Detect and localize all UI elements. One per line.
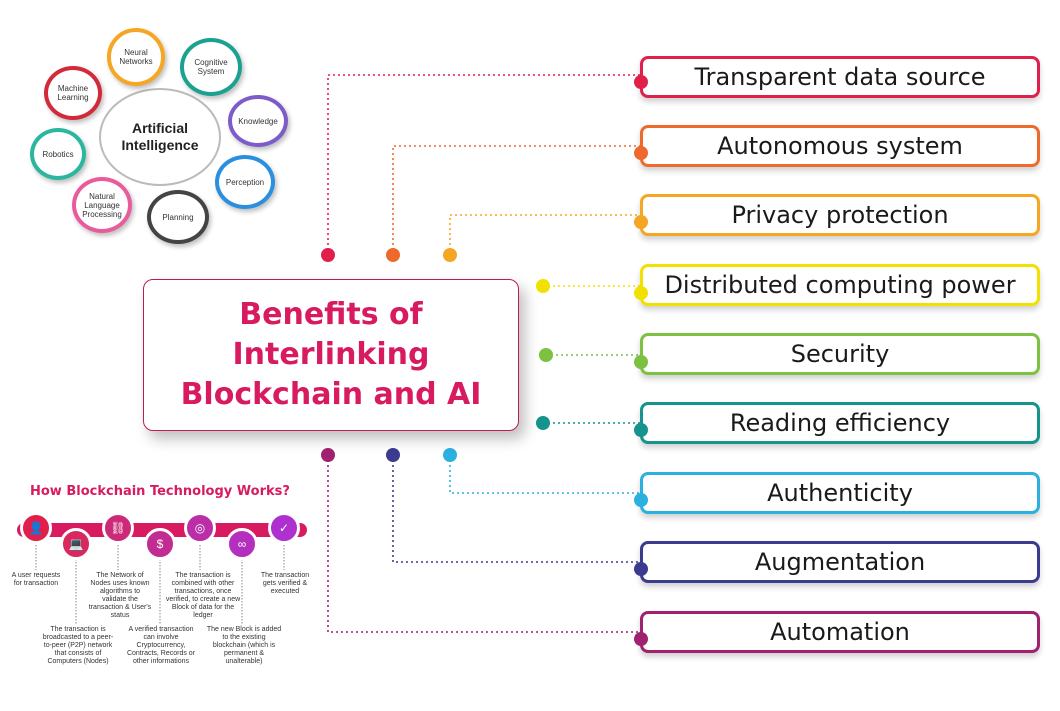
benefit-dot [634,355,648,369]
benefit-dot [634,215,648,229]
blockchain-step-text: The transaction is combined with other t… [165,572,241,619]
benefit-label: Distributed computing power [664,271,1016,299]
ai-node-perception: Perception [215,155,275,209]
connector-dot [386,448,400,462]
ai-center-label: Artificial Intelligence [121,120,199,153]
ai-node-nlp: Natural Language Processing [72,177,132,233]
benefit-transparent-data-source: Transparent data source [640,56,1040,98]
ai-node-cognitive-system: Cognitive System [180,38,242,96]
user-icon: 👤 [20,512,52,544]
benefit-security: Security [640,333,1040,375]
benefit-label: Privacy protection [731,201,949,229]
benefit-distributed-computing-power: Distributed computing power [640,264,1040,306]
connector-dot [443,448,457,462]
benefit-label: Authenticity [767,479,913,507]
benefit-label: Transparent data source [694,63,986,91]
benefit-label: Automation [770,618,910,646]
center-title: Benefits of Interlinking Blockchain and … [180,297,482,412]
center-card: Benefits of Interlinking Blockchain and … [143,279,519,431]
network-icon: ⛓ [102,512,134,544]
benefit-dot [634,493,648,507]
blockchain-step-text: The new Block is added to the existing b… [206,626,282,665]
benefit-automation: Automation [640,611,1040,653]
connector-dot [536,416,550,430]
benefit-dot [634,562,648,576]
connector-dot [386,248,400,262]
benefit-dot [634,632,648,646]
ai-node-robotics: Robotics [30,128,86,180]
ai-node-planning: Planning [147,190,209,244]
blockchain-step-text: A user requests for transaction [11,572,61,587]
ai-node-knowledge: Knowledge [228,95,288,147]
blockchain-step-text: The Network of Nodes uses known algorith… [88,572,152,619]
money-icon: $ [144,528,176,560]
benefit-dot [634,423,648,437]
benefit-dot [634,75,648,89]
connector-dot [443,248,457,262]
benefit-autonomous-system: Autonomous system [640,125,1040,167]
check-icon: ✓ [268,512,300,544]
blockchain-step-text: The transaction gets verified & executed [260,572,310,595]
benefit-dot [634,146,648,160]
connector-dot [321,448,335,462]
benefit-privacy-protection: Privacy protection [640,194,1040,236]
benefit-reading-efficiency: Reading efficiency [640,402,1040,444]
benefit-dot [634,286,648,300]
connector-dot [536,279,550,293]
blockchain-step-text: The transaction is broadcasted to a peer… [42,626,114,665]
laptop-icon: 💻 [60,528,92,560]
benefit-label: Security [790,340,890,368]
target-icon: ◎ [184,512,216,544]
blockchain-title: How Blockchain Technology Works? [30,484,290,499]
benefit-label: Autonomous system [717,132,963,160]
blockchain-step-text: A verified transaction can involve Crypt… [126,626,196,665]
chain-icon: ∞ [226,528,258,560]
ai-node-neural-networks: Neural Networks [107,28,165,86]
connector-dot [321,248,335,262]
benefit-augmentation: Augmentation [640,541,1040,583]
connector-dot [539,348,553,362]
benefit-label: Reading efficiency [729,409,951,437]
benefit-authenticity: Authenticity [640,472,1040,514]
ai-node-machine-learning: Machine Learning [44,66,102,120]
benefit-label: Augmentation [754,548,926,576]
